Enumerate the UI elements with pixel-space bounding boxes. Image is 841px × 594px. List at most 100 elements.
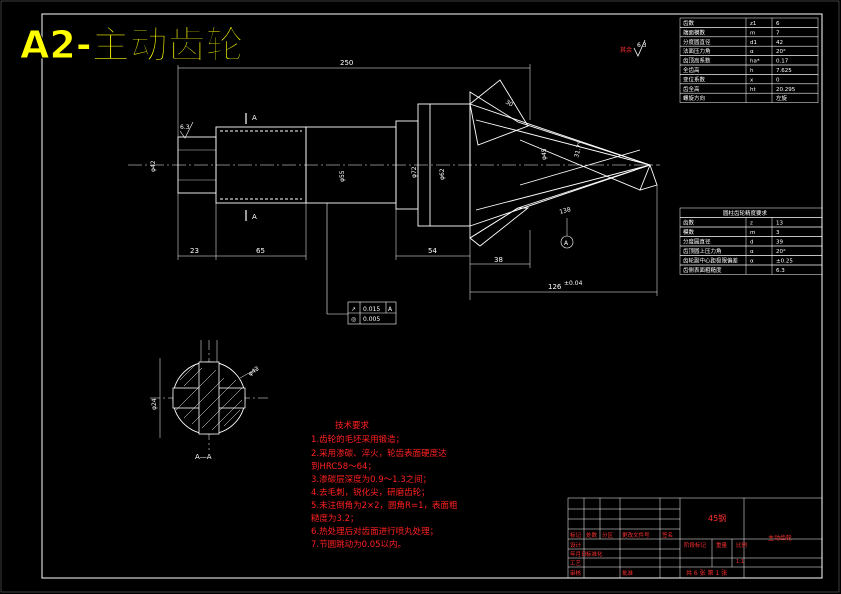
tech-line: 3.渗碳层深度为0.9～1.3之间； [311, 474, 431, 485]
gear-table-row [679, 83, 819, 94]
dim-cone-d: φ45 [541, 148, 548, 160]
section-mark-top: A [252, 114, 257, 122]
dim-65: 65 [256, 247, 265, 255]
mesh-param-symbol: α [750, 259, 754, 265]
tb-labels: 标记处数分区更改文件号签名年月日设计审核工艺批准标准化阶段标记重量比例 [570, 531, 748, 577]
gear-param-name: 分度圆直径 [683, 38, 711, 46]
gear-param-value: 42 [776, 40, 783, 46]
section-name: A—A [195, 453, 212, 461]
title-block-label: 设计 [570, 541, 582, 549]
gear-table-row [679, 92, 819, 103]
mesh-param-name: 齿侧表面粗糙度 [683, 266, 722, 274]
gear-table-row [679, 17, 819, 28]
title-block-label: 分区 [602, 531, 614, 539]
dim-23: 23 [190, 247, 199, 255]
gear-param-value: 0 [776, 77, 780, 83]
tol-row2-value: 0.005 [363, 316, 380, 323]
title-block-label: 重量 [716, 541, 728, 549]
surface-finish-value: 6.3 [637, 42, 647, 49]
mesh-param-symbol: z [750, 221, 753, 227]
tech-line: 5.未注倒角为2×2，圆角R=1，表面粗 [311, 500, 458, 511]
title-block-label: 标记 [570, 531, 582, 539]
mesh-param-value: 20° [776, 249, 786, 255]
gear-param-name: 螺旋方向 [683, 94, 705, 102]
surface-finish-note: 其余 [620, 46, 632, 54]
outer-frame [41, 13, 823, 579]
gear-param-symbol: h [750, 68, 754, 74]
gear-param-symbol: ha* [750, 59, 760, 65]
mesh-param-symbol: d [750, 240, 754, 246]
tolerance-frame [326, 203, 397, 325]
title-block-label: 阶段标记 [684, 541, 707, 549]
cross-section [150, 340, 268, 450]
gear-param-symbol: α [750, 49, 754, 55]
tech-line: 2.采用渗碳、淬火，轮齿表面硬度达 [311, 448, 447, 459]
gear-param-name: 齿全高 [683, 85, 700, 93]
title-block-label: 签名 [662, 531, 673, 539]
title-block-label: 年月日 [570, 550, 587, 558]
title-block-label: 处数 [586, 531, 598, 539]
dim-54: 54 [428, 247, 437, 255]
mesh-param-value: 39 [776, 240, 783, 246]
mesh-param-name: 齿轮副中心距极限偏差 [683, 257, 739, 265]
left-end-lines [178, 149, 216, 181]
tb-scale: 1:1 [736, 559, 744, 565]
gear-param-value: 0.17 [776, 59, 789, 65]
mesh-param-value: 13 [776, 221, 783, 227]
mesh-param-name: 齿数 [683, 219, 695, 227]
dim-d-bearing: φ62 [439, 168, 446, 180]
dim-126-tol: ±0.04 [564, 280, 583, 287]
dim-cone-width: 30 [504, 99, 514, 109]
gear-param-value: 7.625 [776, 68, 792, 74]
tech-requirements: 技术要求 1.齿轮的毛坯采用锻造； 2.采用渗碳、淬火，轮齿表面硬度达 到HRC… [311, 420, 458, 550]
mesh-param-name: 分度圆直径 [683, 238, 711, 246]
gear-param-name: 端面模数 [683, 28, 706, 36]
gear-param-symbol: ht [750, 87, 756, 93]
tol-row1-symbol: ↗ [351, 306, 356, 313]
datum-circle [560, 235, 574, 249]
tol-row1-value: 0.015 [363, 306, 380, 313]
left-finish-value: 6.3 [180, 124, 190, 131]
gear-param-value: 7 [776, 30, 780, 36]
title-block-label: 比例 [736, 541, 748, 549]
gear-param-value: 20° [776, 49, 786, 55]
title-block-label: 更改文件号 [622, 531, 650, 539]
gear-param-symbol: z1 [750, 21, 756, 27]
gear-param-name: 齿顶高系数 [683, 57, 711, 65]
tb-sheet: 共 6 张 第 1 张 [686, 569, 727, 577]
gear-param-name: 法面压力角 [683, 47, 711, 55]
title-block [567, 497, 823, 579]
gear-param-name: 变位系数 [683, 75, 706, 83]
mesh-param-symbol: m [750, 230, 755, 236]
mesh-param-value: 6.3 [776, 268, 785, 274]
dim-total-length [177, 64, 531, 137]
mesh-param-name: 模数 [683, 228, 695, 236]
dim-total-length-label: 250 [340, 59, 353, 67]
gear-param-symbol: d1 [750, 40, 757, 46]
dim-d-mid: φ55 [339, 170, 346, 182]
surface-finish-icon [633, 39, 646, 57]
section-mark-bottom: A [252, 213, 257, 221]
tech-title: 技术要求 [335, 420, 370, 431]
tb-material: 45钢 [708, 513, 726, 523]
gear-param-value: 6 [776, 21, 780, 27]
gear-param-symbol: m [750, 30, 755, 36]
dim-138: 138 [559, 206, 572, 216]
title-block-label: 审核 [570, 569, 582, 577]
gear-param-value: 左旋 [776, 94, 788, 102]
title-block-label: 工艺 [570, 560, 582, 567]
tech-line: 6.热处理后对齿面进行喷丸处理； [311, 526, 438, 537]
title-block-label: 批准 [622, 569, 634, 577]
mesh-param-symbol: α [750, 249, 754, 255]
tech-line: 4.去毛刺，锐化尖，研磨齿轮； [311, 487, 430, 498]
mesh-table-title: 圆柱齿轮精度要求 [723, 209, 768, 217]
dim-d-shoulder: φ72 [411, 166, 418, 178]
mesh-table-row [679, 264, 823, 275]
mesh-param-name: 齿顶圆上压力角 [683, 247, 722, 255]
gear-param-value: 20.295 [776, 87, 796, 93]
